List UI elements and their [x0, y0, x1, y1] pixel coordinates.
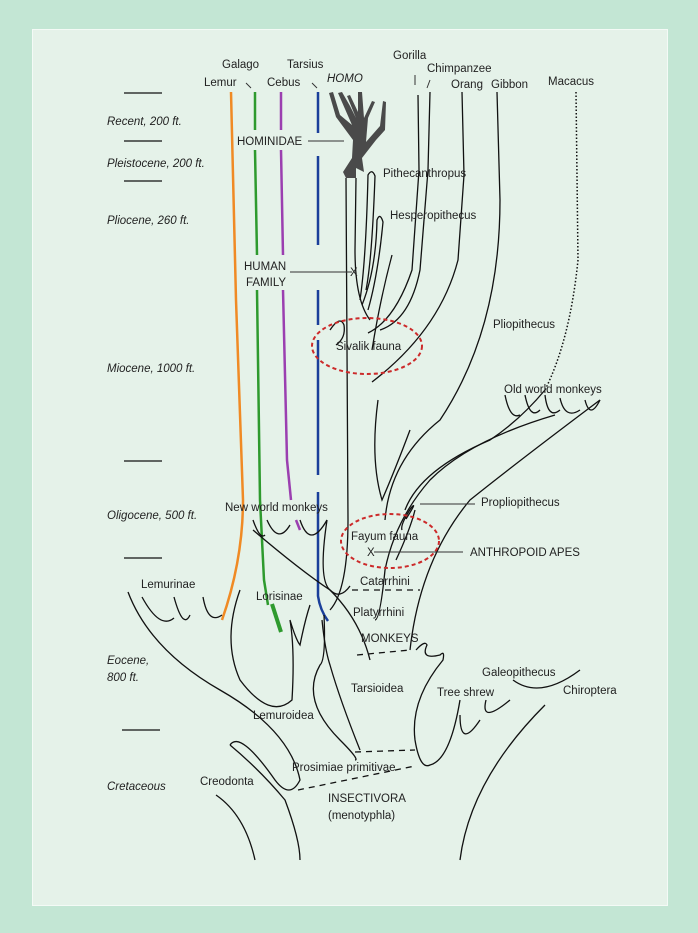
label-creodonta: Creodonta — [200, 776, 254, 788]
label-platyrrhini: Platyrrhini — [353, 607, 404, 619]
label-lemurinae: Lemurinae — [141, 579, 195, 591]
orang-line — [371, 91, 465, 383]
label-galago: Galago — [222, 59, 259, 71]
label-gibbon: Gibbon — [491, 79, 528, 91]
label-menotyphla: (menotyphla) — [328, 810, 395, 822]
leader-line — [245, 82, 252, 89]
label-orang: Orang — [451, 79, 483, 91]
label-monkeys: MONKEYS — [361, 633, 419, 645]
label-chimpanzee: Chimpanzee — [427, 63, 492, 75]
label-macacus: Macacus — [548, 76, 594, 88]
leader-line — [426, 79, 431, 89]
monkeys-stem — [409, 399, 601, 651]
label-lorisinae: Lorisinae — [256, 591, 303, 603]
leader-lines — [245, 75, 475, 553]
label-prosimiae-primitivae: Prosimiae primitivae — [292, 762, 396, 774]
branch — [404, 389, 546, 511]
era-separators — [122, 92, 162, 731]
branch — [374, 399, 411, 502]
label-x-human: X — [350, 267, 358, 279]
prosimiae-dash — [354, 749, 416, 753]
lemuroidea-outer — [127, 591, 301, 791]
tarsius-lineage — [316, 92, 330, 622]
era-eocene: Eocene, — [107, 655, 149, 667]
branch — [371, 254, 393, 351]
gorilla-line — [367, 94, 420, 334]
label-old-world-monkeys: Old world monkeys — [504, 384, 602, 396]
lemur-lineage — [220, 91, 245, 621]
label-new-world-monkeys: New world monkeys — [225, 502, 328, 514]
label-anthropoid-apes: ANTHROPOID APES — [470, 547, 580, 559]
label-x-anthropoid: X — [367, 547, 375, 559]
label-tarsius: Tarsius — [287, 59, 324, 71]
creodonta-lines — [215, 744, 301, 861]
label-chiroptera: Chiroptera — [563, 685, 617, 697]
lemuroidea-inner — [230, 589, 311, 708]
sivalik-fauna-circle — [311, 317, 423, 375]
lemurinae-twigs — [141, 596, 223, 622]
label-fayum-fauna: Fayum fauna — [351, 531, 419, 543]
galago-lineage-base — [270, 603, 283, 633]
label-homo: HOMO — [327, 73, 363, 85]
macacus-line — [544, 91, 579, 391]
pithecanthropus-branch — [359, 171, 376, 301]
label-insectivora: INSECTIVORA — [328, 793, 406, 805]
tree-shrew-chiroptera-twigs — [459, 669, 581, 861]
leader-line — [311, 82, 318, 89]
era-cretaceous: Cretaceous — [107, 781, 166, 793]
era-eocene-thickness: 800 ft. — [107, 672, 139, 684]
cebus-lineage — [279, 92, 302, 531]
label-galeopithecus: Galeopithecus — [482, 667, 556, 679]
era-miocene: Miocene, 1000 ft. — [107, 363, 195, 375]
insectivora-dash — [297, 765, 416, 791]
branches — [127, 91, 601, 861]
label-family: FAMILY — [246, 277, 286, 289]
label-gorilla: Gorilla — [393, 50, 427, 62]
catarrhini-stem — [374, 414, 556, 621]
label-propliopithecus: Propliopithecus — [481, 497, 560, 509]
old-world-monkey-twigs — [504, 394, 601, 417]
label-sivalik-fauna: Sivalik fauna — [336, 341, 402, 353]
era-oligocene: Oligocene, 500 ft. — [107, 510, 197, 522]
label-pithecanthropus: Pithecanthropus — [383, 168, 466, 180]
monkeys-dash — [356, 649, 411, 656]
label-tree-shrew: Tree shrew — [437, 687, 495, 699]
branch — [354, 177, 371, 321]
branch — [329, 177, 349, 611]
branch — [395, 509, 416, 561]
new-world-monkey-twigs — [252, 519, 328, 537]
label-hominidae: HOMINIDAE — [237, 136, 303, 148]
era-recent: Recent, 200 ft. — [107, 116, 182, 128]
gibbon-line — [384, 91, 501, 521]
chimpanzee-line — [379, 91, 431, 331]
hesperopithecus-branch — [361, 215, 384, 311]
fayum-fauna-circle — [340, 513, 440, 569]
labels: Lemur Galago Cebus Tarsius HOMO Gorilla … — [141, 50, 617, 822]
galago-lineage — [253, 92, 270, 606]
label-human: HUMAN — [244, 261, 286, 273]
primates-stem — [413, 642, 461, 767]
tarsioidea-inner — [312, 614, 357, 761]
platyrrhini-line — [252, 529, 371, 661]
label-lemuroidea: Lemuroidea — [253, 710, 314, 722]
homo-tree — [329, 92, 386, 178]
label-pliopithecus: Pliopithecus — [493, 319, 555, 331]
label-tarsioidea: Tarsioidea — [351, 683, 404, 695]
label-catarrhini: Catarrhini — [360, 576, 410, 588]
era-pliocene: Pliocene, 260 ft. — [107, 215, 189, 227]
era-pleistocene: Pleistocene, 200 ft. — [107, 158, 205, 170]
era-labels: Recent, 200 ft. Pleistocene, 200 ft. Pli… — [107, 116, 205, 793]
label-cebus: Cebus — [267, 77, 300, 89]
propliopithecus-branch — [401, 505, 415, 531]
label-hesperopithecus: Hesperopithecus — [390, 210, 477, 222]
label-lemur: Lemur — [204, 77, 237, 89]
